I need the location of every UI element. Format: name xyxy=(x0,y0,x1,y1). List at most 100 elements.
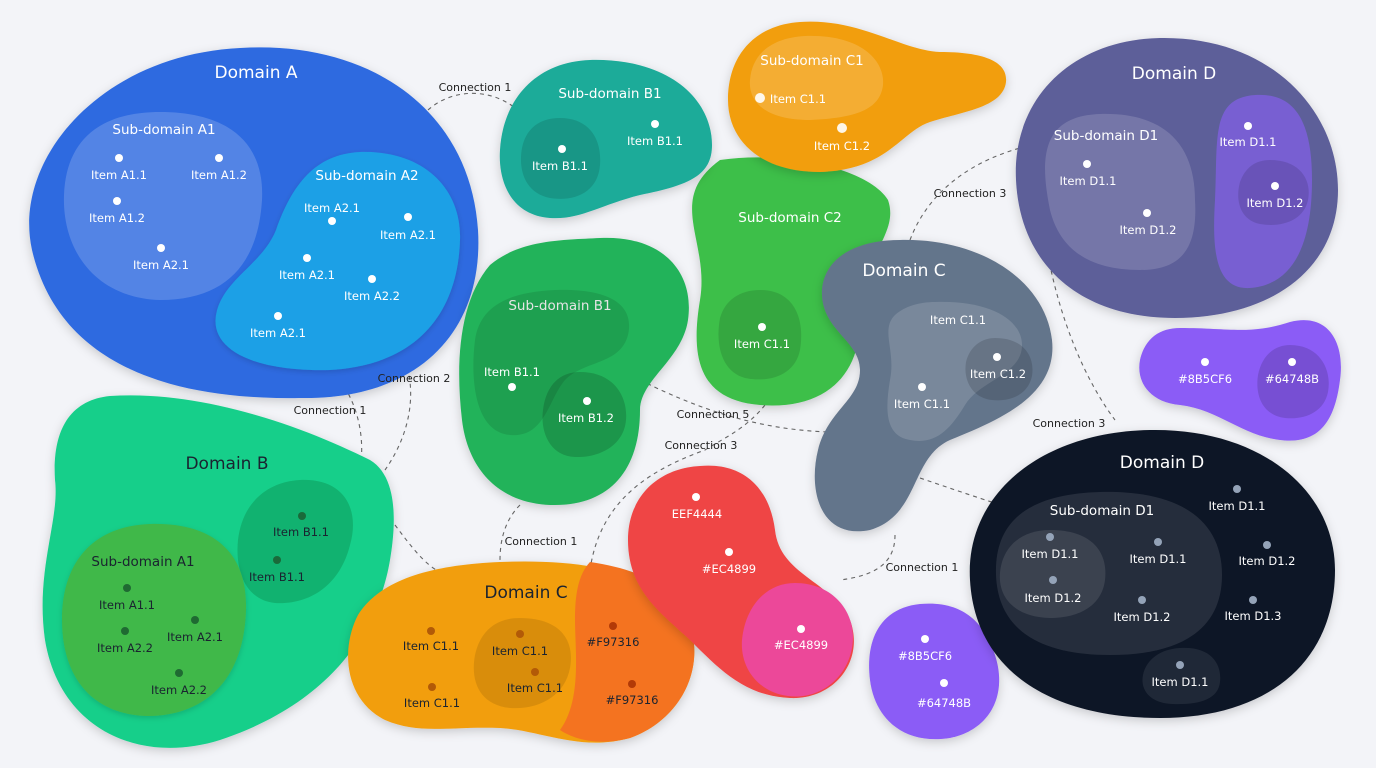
red-blob[interactable]: EEF4444 #EC4899 #EC4899 xyxy=(628,465,854,699)
sub-domain-a1-green-title: Sub-domain A1 xyxy=(91,554,194,570)
domain-d-top-title: Domain D xyxy=(1132,64,1216,84)
domain-c-orange[interactable]: Domain C Item C1.1 Item C1.1 Item C1.1 I… xyxy=(348,561,695,743)
item-label: #64748B xyxy=(917,696,971,710)
domain-d-top[interactable]: Domain D Sub-domain D1 Item D1.1 Item D1… xyxy=(1015,37,1338,319)
item-label: Item C1.1 xyxy=(492,644,548,658)
item-label: Item A2.1 xyxy=(167,630,223,644)
sub-domain-a1-title: Sub-domain A1 xyxy=(112,122,215,138)
item-label: Item D1.2 xyxy=(1120,223,1177,237)
sub-domain-a1-green[interactable]: Sub-domain A1 Item A1.1 Item A2.1 Item A… xyxy=(62,523,247,716)
sub-domain-a2-title: Sub-domain A2 xyxy=(315,168,418,184)
item-label: Item A2.2 xyxy=(151,683,207,697)
item-label: Item A1.2 xyxy=(89,211,145,225)
sub-domain-a1[interactable]: Sub-domain A1 Item A1.1 Item A1.2 Item A… xyxy=(63,112,263,300)
sub-domain-b1-green[interactable]: Sub-domain B1 Item B1.1 Item B1.2 xyxy=(459,237,689,505)
item-label: Item B1.1 xyxy=(627,134,683,148)
domain-a-title: Domain A xyxy=(215,63,298,83)
connection-line[interactable] xyxy=(589,404,766,571)
item-label: Item C1.1 xyxy=(734,337,790,351)
item-label: Item A1.1 xyxy=(91,168,147,182)
item-label: Item D1.3 xyxy=(1225,609,1282,623)
item-label: Item D1.1 xyxy=(1130,552,1187,566)
domain-c-gray-title: Domain C xyxy=(862,261,945,281)
item-label: Item B1.2 xyxy=(558,411,614,425)
sub-domain-b1-green-title: Sub-domain B1 xyxy=(508,298,611,314)
sub-domain-a2[interactable]: Sub-domain A2 Item A2.1 Item A2.1 Item A… xyxy=(215,151,461,371)
item-label: Item A2.1 xyxy=(304,201,360,215)
connection-line[interactable] xyxy=(427,92,521,113)
item-label: Item A2.2 xyxy=(344,289,400,303)
connection-label: Connection 1 xyxy=(439,81,512,94)
connection-label: Connection 1 xyxy=(294,404,367,417)
connection-labels: Connection 1 Connection 2 Connection 1 C… xyxy=(294,81,1106,574)
sub-domain-b1-teal[interactable]: Sub-domain B1 Item B1.1 Item B1.1 xyxy=(499,59,712,219)
domain-d-navy-title: Domain D xyxy=(1120,453,1204,473)
sub-domain-c1-title: Sub-domain C1 xyxy=(760,53,863,69)
connection-label: Connection 3 xyxy=(1033,417,1106,430)
connection-line[interactable] xyxy=(499,504,521,561)
connection-label: Connection 3 xyxy=(934,187,1007,200)
domain-c-gray[interactable]: Domain C Item C1.1 Item C1.2 Item C1.1 xyxy=(814,239,1053,532)
item-label: Item D1.1 xyxy=(1209,499,1266,513)
item-label: Item D1.2 xyxy=(1025,591,1082,605)
sub-domain-d1-title: Sub-domain D1 xyxy=(1054,128,1158,144)
sub-domain-c2-title: Sub-domain C2 xyxy=(738,210,841,226)
item-label: #EC4899 xyxy=(702,562,756,576)
item-label: Item A2.1 xyxy=(133,258,189,272)
connection-label: Connection 2 xyxy=(378,372,451,385)
item-label: Item A2.1 xyxy=(279,268,335,282)
item-label: Item C1.1 xyxy=(770,92,826,106)
item-label: Item A1.2 xyxy=(191,168,247,182)
connection-label: Connection 3 xyxy=(665,439,738,452)
connection-line[interactable] xyxy=(394,524,441,573)
item-label: #F97316 xyxy=(606,693,659,707)
item-label: Item D1.1 xyxy=(1152,675,1209,689)
item-label: EEF4444 xyxy=(672,507,722,521)
violet-blob-bottom[interactable]: #8B5CF6 #64748B xyxy=(869,603,1000,740)
item-label: Item C1.1 xyxy=(403,639,459,653)
item-label: Item D1.2 xyxy=(1114,610,1171,624)
sub-domain-c2[interactable]: Sub-domain C2 Item C1.1 xyxy=(692,157,891,406)
connection-line[interactable] xyxy=(919,477,1011,509)
item-label: #F97316 xyxy=(587,635,640,649)
domain-d-navy[interactable]: Domain D Sub-domain D1 Item D1.1 Item D1… xyxy=(969,429,1335,718)
connection-line[interactable] xyxy=(839,534,896,581)
violet-blob-right[interactable]: #8B5CF6 #64748B xyxy=(1139,320,1341,441)
connection-label: Connection 5 xyxy=(677,408,750,421)
item-label: Item C1.1 xyxy=(930,313,986,327)
item-label: Item D1.2 xyxy=(1239,554,1296,568)
item-label: Item D1.1 xyxy=(1022,547,1079,561)
connection-line[interactable] xyxy=(639,379,831,433)
sub-domain-b1-teal-title: Sub-domain B1 xyxy=(558,86,661,102)
domain-b-title: Domain B xyxy=(185,454,268,474)
item-label: Item A2.2 xyxy=(97,641,153,655)
connection-line[interactable] xyxy=(1047,254,1116,421)
connection-label: Connection 1 xyxy=(505,535,578,548)
item-label: #64748B xyxy=(1265,372,1319,386)
item-label: #8B5CF6 xyxy=(1178,372,1232,386)
item-label: Item D1.1 xyxy=(1220,135,1277,149)
item-label: Item A2.1 xyxy=(250,326,306,340)
sub-domain-d1-title: Sub-domain D1 xyxy=(1050,503,1154,519)
item-label: #8B5CF6 xyxy=(898,649,952,663)
item-label: Item B1.1 xyxy=(484,365,540,379)
sub-domain-c1-orange[interactable]: Sub-domain C1 Item C1.1 Item C1.2 xyxy=(728,21,1007,172)
item-label: Item C1.1 xyxy=(404,696,460,710)
item-label: Item A1.1 xyxy=(99,598,155,612)
connection-line[interactable] xyxy=(329,367,363,471)
item-label: Item B1.1 xyxy=(532,159,588,173)
item-label: Item C1.1 xyxy=(507,681,563,695)
item-label: Item B1.1 xyxy=(273,525,329,539)
item-label: Item D1.1 xyxy=(1060,174,1117,188)
domain-c-orange-title: Domain C xyxy=(484,583,567,603)
item-label: Item C1.2 xyxy=(814,139,870,153)
connection-label: Connection 1 xyxy=(886,561,959,574)
item-label: Item D1.2 xyxy=(1247,196,1304,210)
item-label: Item C1.2 xyxy=(970,367,1026,381)
item-label: Item A2.1 xyxy=(380,228,436,242)
item-label: Item B1.1 xyxy=(249,570,305,584)
item-label: #EC4899 xyxy=(774,638,828,652)
connection-line[interactable] xyxy=(909,147,1021,241)
item-label: Item C1.1 xyxy=(894,397,950,411)
